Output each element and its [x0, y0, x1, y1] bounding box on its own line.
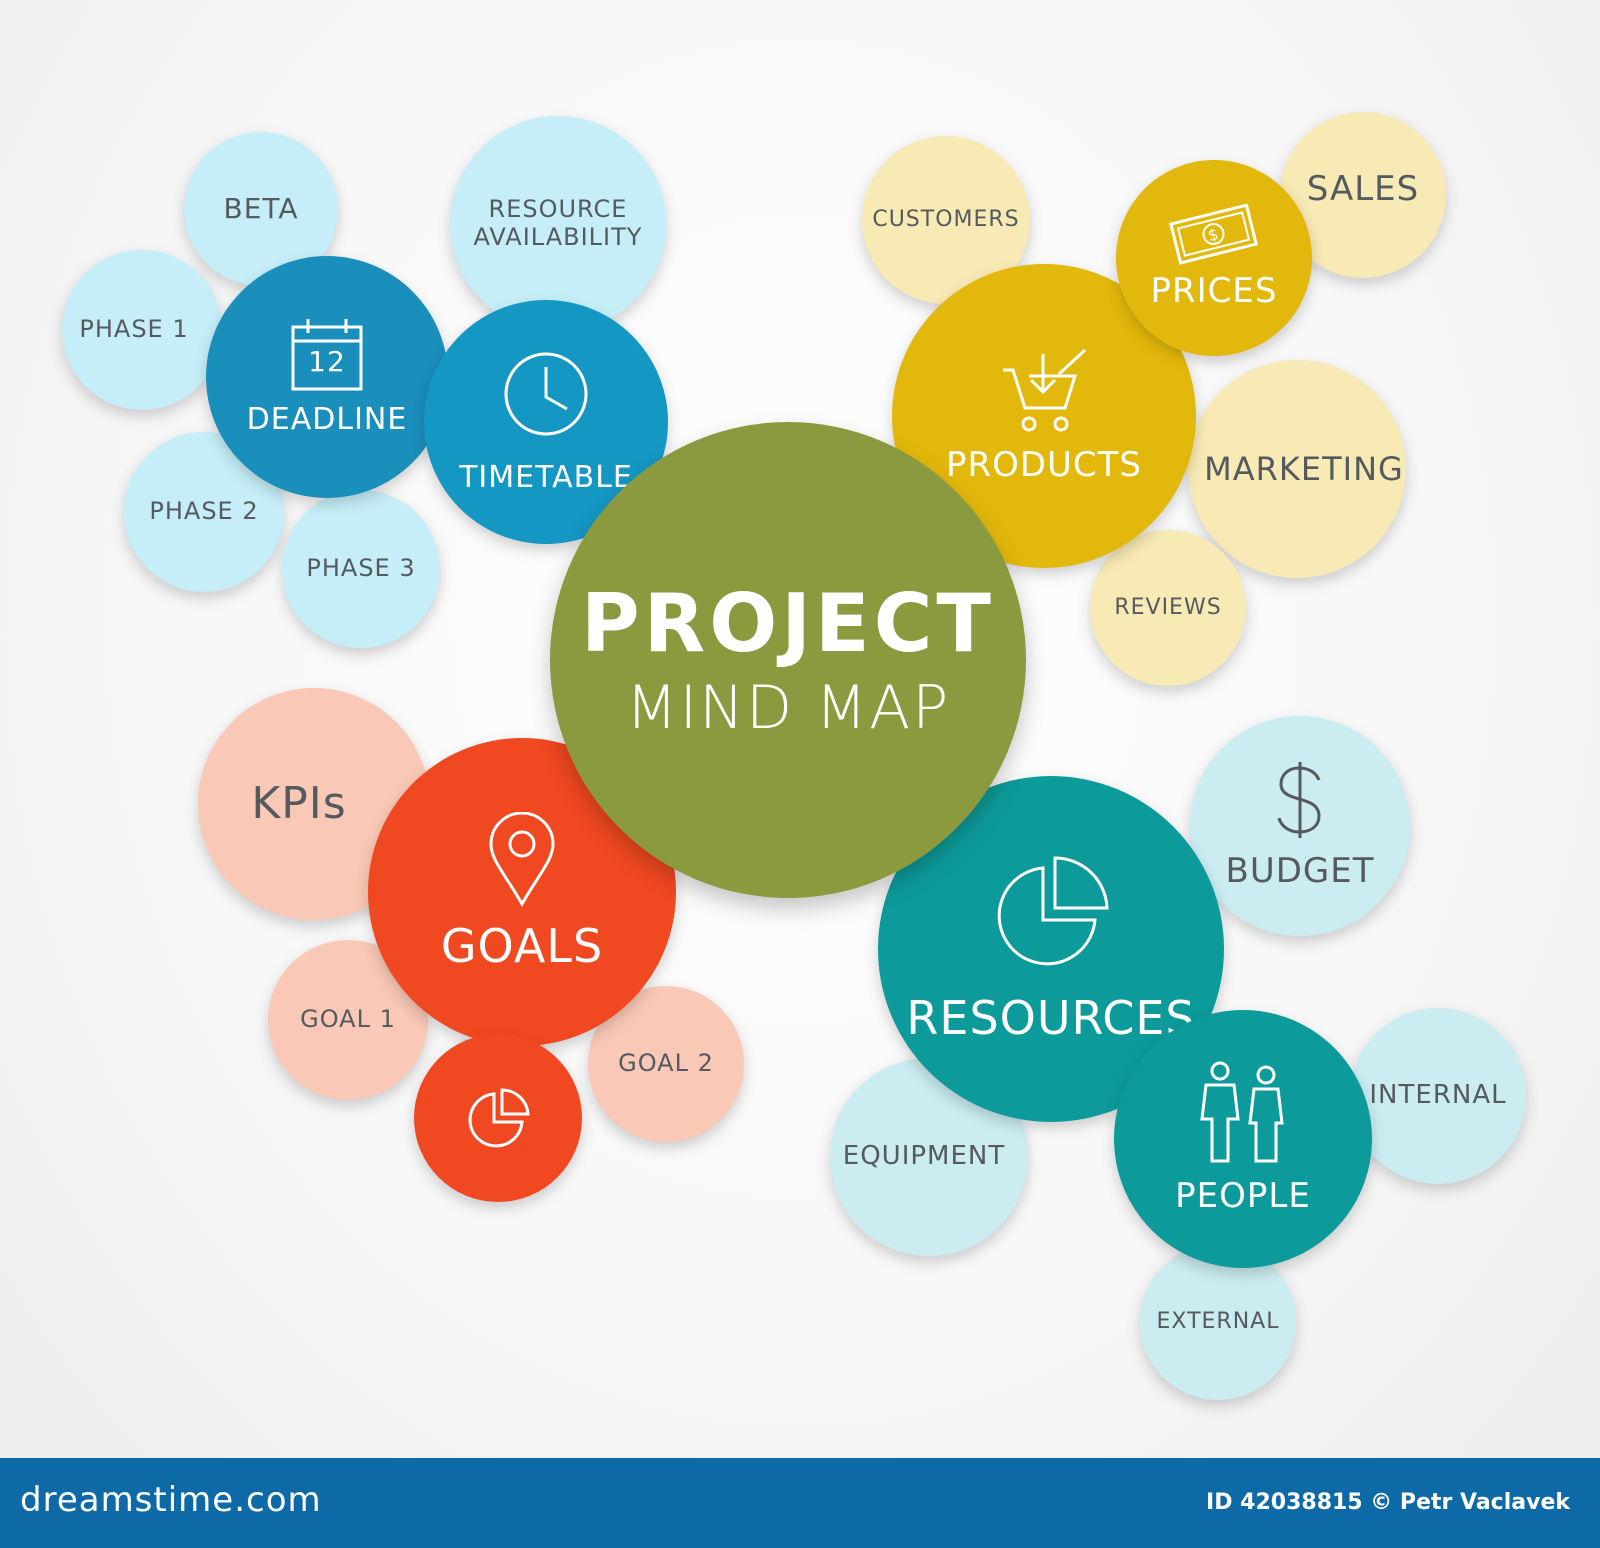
brand-logo: dreamstime.com: [20, 1480, 322, 1520]
footer-bar: dreamstime.com ID 42038815 © Petr Vaclav…: [0, 1458, 1600, 1548]
node-resource-availability-label: RESOURCE AVAILABILITY: [473, 195, 643, 251]
node-phase-1-label: PHASE 1: [79, 315, 189, 344]
svg-text:$: $: [1206, 224, 1221, 245]
node-internal: INTERNAL: [1350, 1008, 1526, 1184]
node-internal-label: INTERNAL: [1369, 1080, 1507, 1111]
node-budget-label: BUDGET: [1225, 851, 1375, 892]
node-timetable-label: TIMETABLE: [459, 459, 633, 495]
node-reviews: REVIEWS: [1090, 530, 1246, 686]
node-budget: BUDGET: [1190, 716, 1410, 936]
location-pin-icon: [487, 811, 557, 908]
node-external-label: EXTERNAL: [1156, 1309, 1280, 1335]
dollar-icon: [1275, 760, 1325, 840]
node-phase-3-label: PHASE 3: [306, 554, 416, 583]
node-resource-availability: RESOURCE AVAILABILITY: [450, 116, 666, 332]
node-phase-1: PHASE 1: [62, 250, 222, 410]
node-equipment-label: EQUIPMENT: [842, 1141, 1006, 1172]
pie-chart-icon: [466, 1086, 530, 1150]
node-deadline-label: DEADLINE: [246, 401, 408, 437]
node-goals-chart: [414, 1034, 582, 1202]
node-customers-label: CUSTOMERS: [872, 207, 1020, 233]
node-goal-2-label: GOAL 2: [618, 1049, 714, 1078]
pie-chart-icon: [991, 854, 1111, 974]
node-phase-2: PHASE 2: [124, 432, 284, 592]
calendar-icon: 12: [290, 317, 364, 393]
node-deadline: 12 DEADLINE: [206, 256, 448, 498]
calendar-day: 12: [308, 344, 346, 378]
money-icon: $: [1169, 204, 1259, 268]
node-external: EXTERNAL: [1140, 1244, 1296, 1400]
node-goals-label: GOALS: [440, 918, 604, 973]
page-title: PROJECT: [581, 576, 995, 670]
node-people: PEOPLE: [1114, 1010, 1372, 1268]
node-products-label: PRODUCTS: [945, 445, 1143, 486]
page-subtitle: MIND MAP: [625, 672, 951, 743]
node-phase-2-label: PHASE 2: [149, 497, 259, 526]
mind-map-canvas: BETA RESOURCE AVAILABILITY PHASE 1 PHASE…: [62, 112, 1526, 1400]
node-prices: $ PRICES: [1116, 160, 1312, 356]
node-kpis-label: KPIs: [251, 777, 347, 829]
people-icon: [1196, 1061, 1290, 1165]
node-people-label: PEOPLE: [1175, 1176, 1311, 1217]
node-phase-3: PHASE 3: [282, 490, 440, 648]
image-credit: ID 42038815 © Petr Vaclavek: [1206, 1490, 1570, 1515]
node-resources-label: RESOURCES: [906, 990, 1196, 1045]
node-beta-label: BETA: [223, 191, 299, 225]
node-goal-1-label: GOAL 1: [300, 1005, 396, 1034]
node-marketing-label: MARKETING: [1204, 449, 1404, 488]
node-sales-label: SALES: [1306, 169, 1420, 210]
node-beta: BETA: [184, 132, 338, 286]
cart-icon: [999, 346, 1089, 436]
center-node: PROJECT MIND MAP: [550, 422, 1026, 898]
node-prices-label: PRICES: [1150, 271, 1278, 312]
node-marketing: MARKETING: [1188, 360, 1406, 578]
clock-icon: [501, 349, 591, 439]
node-reviews-label: REVIEWS: [1114, 595, 1222, 621]
